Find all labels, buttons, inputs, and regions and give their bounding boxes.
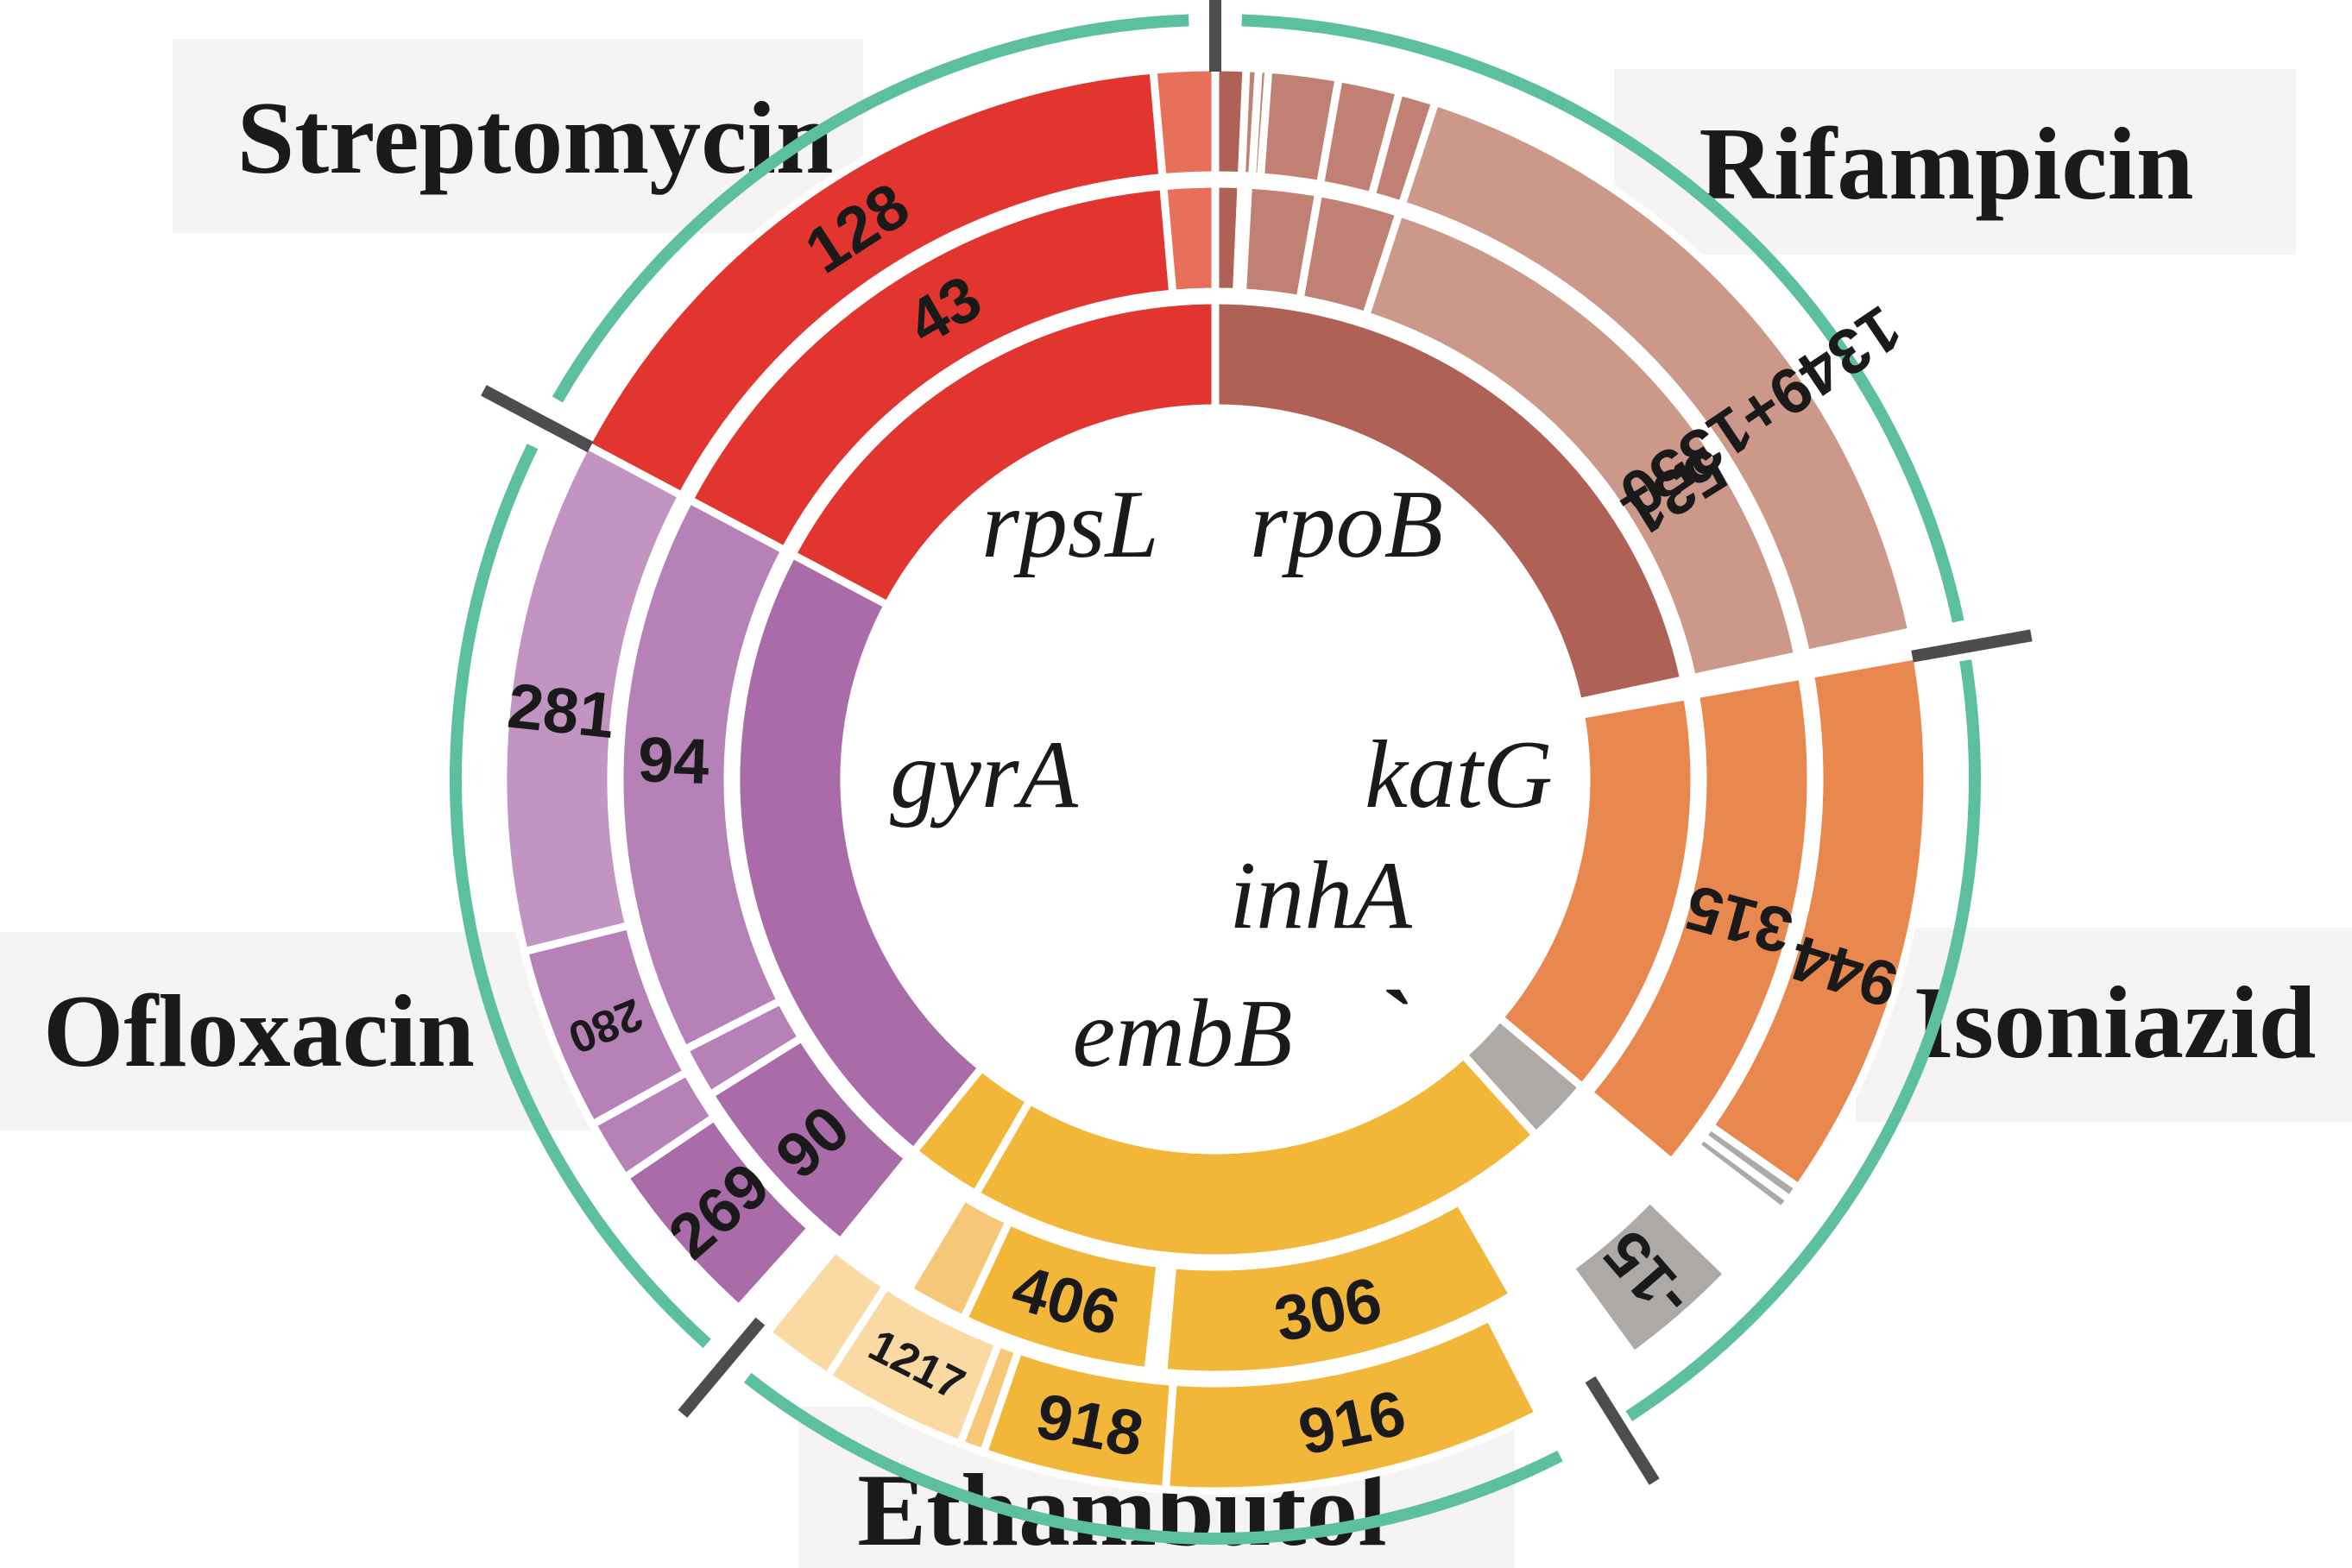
outer-ring-arc [552,14,1189,403]
isoniazid-label: Isoniazid [1914,965,2317,1080]
rpsL-mid-segment-minor [1158,179,1220,299]
position-label-gyrA-281: 281 [504,670,617,752]
gyrA-inner-segment [732,549,987,1157]
sector-divider-tick [481,385,594,453]
outer-ring-arc [1241,14,1964,623]
rpoB-outer-segment-1349-1350 [1397,97,1917,658]
rpsL-outer-segment-minor [1149,63,1220,182]
sector-divider-tick [678,1317,766,1418]
sector-divider-tick [1911,629,2033,663]
embB-outer-segment-minor [761,1243,892,1382]
outer-ring-arc [450,444,711,1349]
gene-label-embB: embB [1072,980,1292,1087]
position-label-gyrA-94: 94 [637,723,710,797]
outer-ring-arc [743,1372,1563,1546]
rpoB-mid-segment-e [1360,208,1803,683]
gyrA-mid-segment-94 [615,494,791,1055]
streptomycin-label-box [173,39,863,233]
ring-segments [499,63,1932,1496]
embB-mid-segment-minor [903,1192,1015,1325]
sector-dividers [481,0,2033,1485]
gene-label-gyrA: gyrA [890,721,1078,828]
streptomycin-label: Streptomycin [236,80,833,195]
outer-ring-arc [1625,659,1981,1421]
gene-label-inhA: inhA [1229,842,1412,949]
gene-label-rpoB: rpoB [1250,471,1443,578]
rifampicin-label: Rifampicin [1699,106,2193,221]
inhA-outer-segment-minus15 [1565,1193,1733,1361]
inhA-tick-mark: ` [1382,972,1414,1079]
outer-ring [450,14,1981,1546]
embB-mid-segment-306 [1158,1196,1519,1379]
gene-label-katG: katG [1365,721,1553,828]
sector-divider-tick [1585,1376,1660,1485]
ofloxacin-label: Ofloxacin [43,973,475,1088]
katG-mid-segment-315 [1583,671,1815,1168]
gene-label-rpsL: rpsL [981,471,1158,578]
rpoB-inner-segment-531 [1211,296,1689,707]
katG-outer-segment-minor-b [1690,1130,1796,1217]
